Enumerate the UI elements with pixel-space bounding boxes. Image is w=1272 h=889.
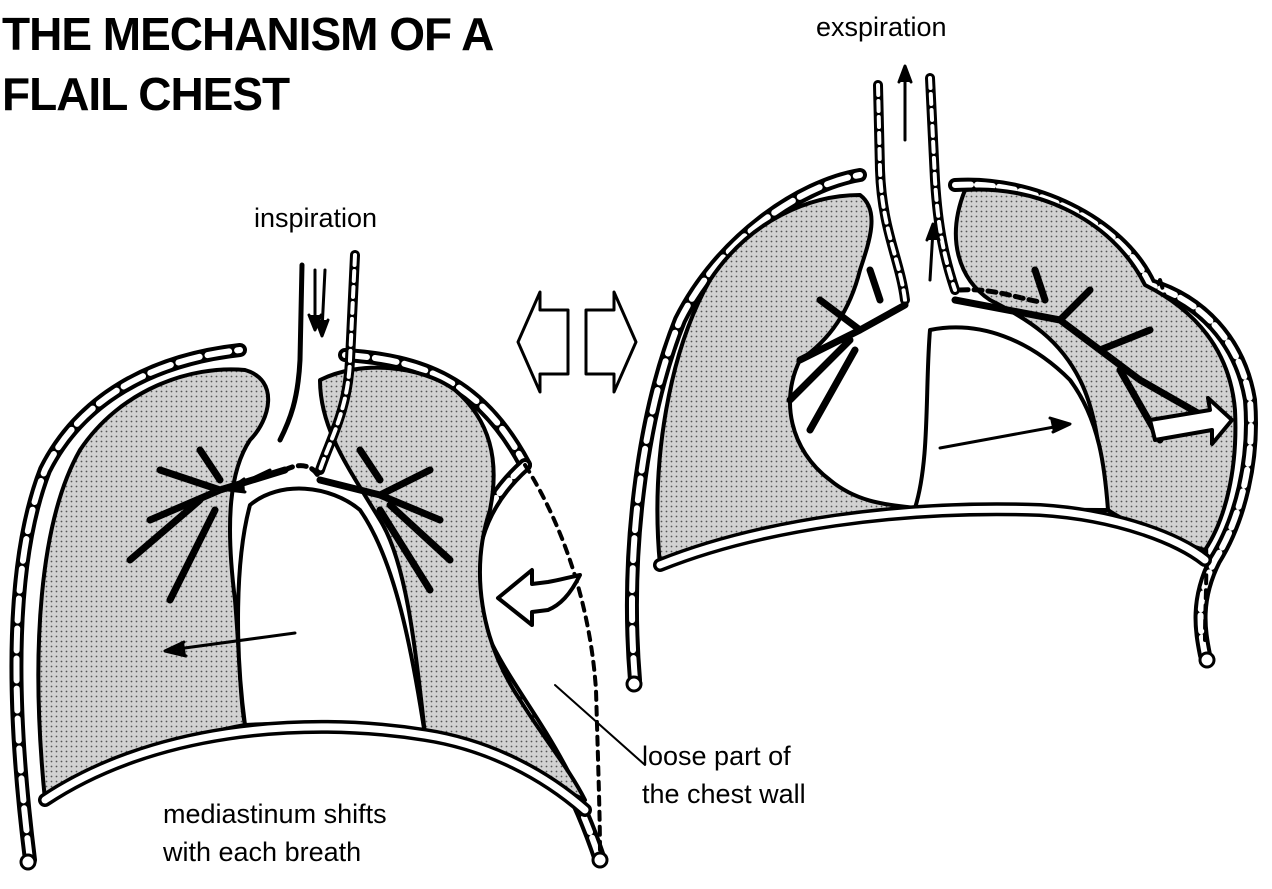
right-trachea xyxy=(878,78,955,300)
loose-part-leader xyxy=(555,685,645,765)
loose-part-label-line-2: the chest wall xyxy=(642,777,806,811)
left-pointing-arrow-icon xyxy=(518,292,568,392)
cycle-double-arrow xyxy=(518,292,636,392)
exspiration-label: exspiration xyxy=(816,10,947,44)
mediastinum-label-line-1: mediastinum shifts xyxy=(163,797,387,831)
flail-inward-arrow xyxy=(498,570,580,625)
mediastinum-label-line-2: with each breath xyxy=(163,835,361,869)
exspiration-figure xyxy=(627,66,1251,691)
loose-part-label-line-1: loose part of xyxy=(642,739,791,773)
inspiration-label: inspiration xyxy=(254,201,377,235)
right-pointing-arrow-icon xyxy=(586,292,636,392)
